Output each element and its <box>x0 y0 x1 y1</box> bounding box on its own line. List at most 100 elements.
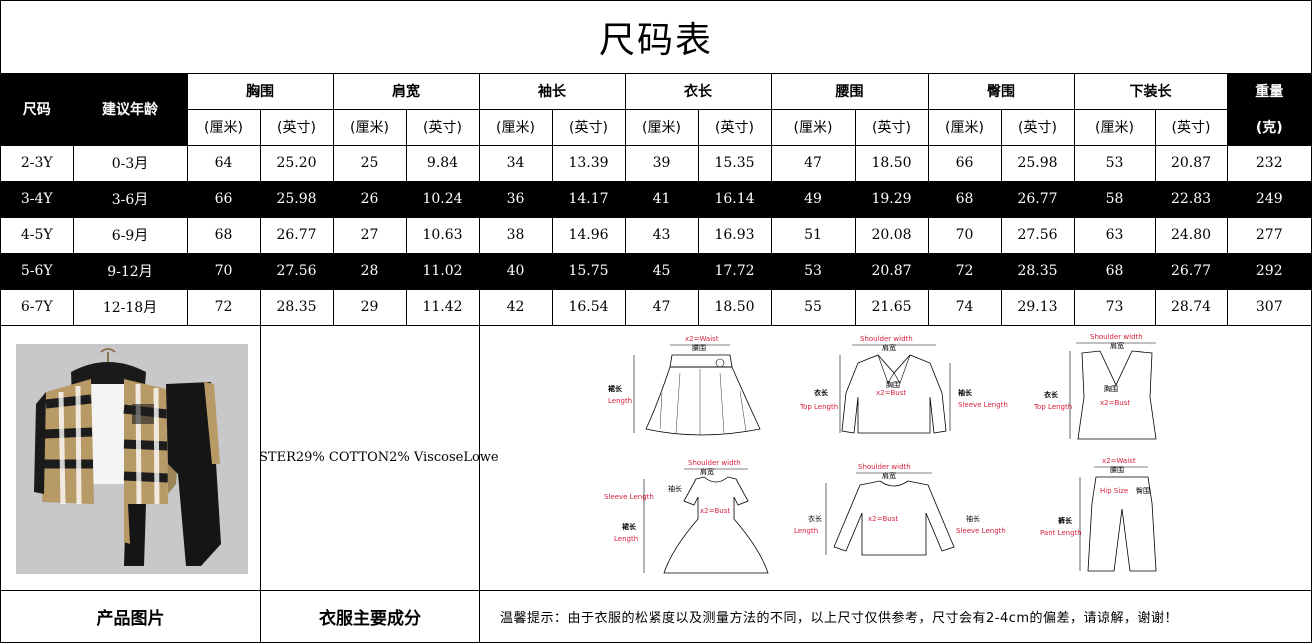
age-cell: 6-9月 <box>72 216 188 254</box>
value-cell: 34 <box>478 145 553 182</box>
value-cell: 18.50 <box>854 145 929 182</box>
value-cell: 20.87 <box>854 252 929 290</box>
size-note: 温馨提示：由于衣服的松紧度以及测量方法的不同，以上尺寸仅供参考，尺寸会有2-4c… <box>500 611 1179 626</box>
value-cell: 16.54 <box>551 288 626 326</box>
group-header: 肩宽 <box>332 73 480 110</box>
value-cell: 47 <box>624 288 699 326</box>
weight-cell: 232 <box>1226 145 1311 182</box>
sweater-length-cn: 衣长 <box>808 514 822 523</box>
value-cell: 55 <box>770 288 856 326</box>
skirt-waist-label: x2=Waist <box>685 335 719 343</box>
value-cell: 45 <box>624 252 699 290</box>
vest-shoulder-cn: 肩宽 <box>1110 341 1124 350</box>
dress-diagram: Shoulder width 肩宽 袖长 Sleeve Length x2=Bu… <box>604 459 769 574</box>
value-cell: 26.77 <box>1000 180 1075 218</box>
group-header: 袖长 <box>478 73 626 110</box>
value-cell: 58 <box>1073 180 1156 218</box>
value-cell: 25.20 <box>259 145 334 182</box>
unit-cm: (厘米) <box>478 108 553 146</box>
value-cell: 22.83 <box>1154 180 1228 218</box>
dress-sleeve-label: Sleeve Length <box>604 493 654 501</box>
diagram-cell: x2=Waist 腰围 裙长 Length Shoulder width 肩宽 <box>480 325 1311 591</box>
weight-cell: 292 <box>1226 252 1311 290</box>
unit-in: (英寸) <box>697 108 772 146</box>
value-cell: 15.75 <box>551 252 626 290</box>
value-cell: 70 <box>927 216 1002 254</box>
value-cell: 25.98 <box>259 180 334 218</box>
age-cell: 12-18月 <box>72 288 188 326</box>
value-cell: 26.77 <box>259 216 334 254</box>
value-cell: 40 <box>478 252 553 290</box>
dress-sleeve-cn: 袖长 <box>668 484 682 493</box>
vest-bust-cn: 胸围 <box>1104 384 1118 393</box>
group-header: 胸围 <box>186 73 334 110</box>
unit-in: (英寸) <box>405 108 480 146</box>
group-header: 臀围 <box>927 73 1075 110</box>
value-cell: 73 <box>1073 288 1156 326</box>
vest-top-cn: 衣长 <box>1044 390 1059 399</box>
unit-cm: (厘米) <box>1073 108 1156 146</box>
jacket-sleeve-cn: 袖长 <box>957 388 973 397</box>
value-cell: 18.50 <box>697 288 772 326</box>
value-cell: 24.80 <box>1154 216 1228 254</box>
age-cell: 9-12月 <box>72 252 188 290</box>
vest-diagram: Shoulder width 肩宽 胸围 x2=Bust 衣长 Top Leng… <box>1033 333 1157 440</box>
size-header: 尺码 <box>1 73 74 146</box>
value-cell: 16.93 <box>697 216 772 254</box>
value-cell: 72 <box>186 288 261 326</box>
vest-bust-label: x2=Bust <box>1100 399 1130 407</box>
value-cell: 16.14 <box>697 180 772 218</box>
vest-shoulder-label: Shoulder width <box>1090 333 1143 341</box>
value-cell: 15.35 <box>697 145 772 182</box>
value-cell: 11.02 <box>405 252 480 290</box>
value-cell: 19.29 <box>854 180 929 218</box>
unit-in: (英寸) <box>551 108 626 146</box>
vest-top-label: Top Length <box>1033 403 1072 411</box>
value-cell: 51 <box>770 216 856 254</box>
jacket-bust-cn: 胸围 <box>886 380 900 389</box>
value-cell: 13.39 <box>551 145 626 182</box>
pants-hip-label: Hip Size <box>1100 487 1128 495</box>
lower-section: STER29% COTTON2% ViscoseLowe x2=Waist 腰围… <box>1 325 1311 642</box>
weight-cell: 249 <box>1226 180 1311 218</box>
weight-unit: (克) <box>1226 108 1311 146</box>
group-header: 衣长 <box>624 73 772 110</box>
sweater-shoulder-cn: 肩宽 <box>882 471 896 480</box>
value-cell: 66 <box>186 180 261 218</box>
age-cell: 0-3月 <box>72 145 188 182</box>
value-cell: 25 <box>332 145 407 182</box>
dress-shoulder-label: Shoulder width <box>688 459 741 467</box>
jacket-shoulder-cn: 肩宽 <box>882 343 896 352</box>
value-cell: 26.77 <box>1154 252 1228 290</box>
value-cell: 39 <box>624 145 699 182</box>
value-cell: 17.72 <box>697 252 772 290</box>
value-cell: 26 <box>332 180 407 218</box>
unit-cm: (厘米) <box>770 108 856 146</box>
unit-cm: (厘米) <box>624 108 699 146</box>
pants-hip-cn: 臀围 <box>1136 487 1150 495</box>
age-cell: 3-6月 <box>72 180 188 218</box>
dress-bust-label: x2=Bust <box>700 507 730 515</box>
value-cell: 41 <box>624 180 699 218</box>
value-cell: 20.87 <box>1154 145 1228 182</box>
pants-length-label: Pant Length <box>1040 529 1082 537</box>
unit-in: (英寸) <box>259 108 334 146</box>
value-cell: 68 <box>1073 252 1156 290</box>
value-cell: 28.35 <box>259 288 334 326</box>
pants-diagram: x2=Waist 腰围 Hip Size 臀围 裤长 Pant Length <box>1040 457 1157 572</box>
jacket-bust-label: x2=Bust <box>876 389 906 397</box>
value-cell: 27.56 <box>259 252 334 290</box>
size-table: 尺码 建议年龄 胸围 肩宽 袖长 衣长 腰围 臀围 下装长 重量 (厘米) (英… <box>1 73 1311 326</box>
skirt-length-cn: 裙长 <box>607 384 623 393</box>
value-cell: 14.96 <box>551 216 626 254</box>
value-cell: 14.17 <box>551 180 626 218</box>
dress-length-label: Length <box>614 535 638 543</box>
value-cell: 38 <box>478 216 553 254</box>
material-label: 衣服主要成分 <box>261 591 480 642</box>
jacket-shoulder-label: Shoulder width <box>860 335 913 343</box>
jacket-diagram: Shoulder width 肩宽 x2=Bust 胸围 衣长 Top Leng… <box>799 335 1008 434</box>
